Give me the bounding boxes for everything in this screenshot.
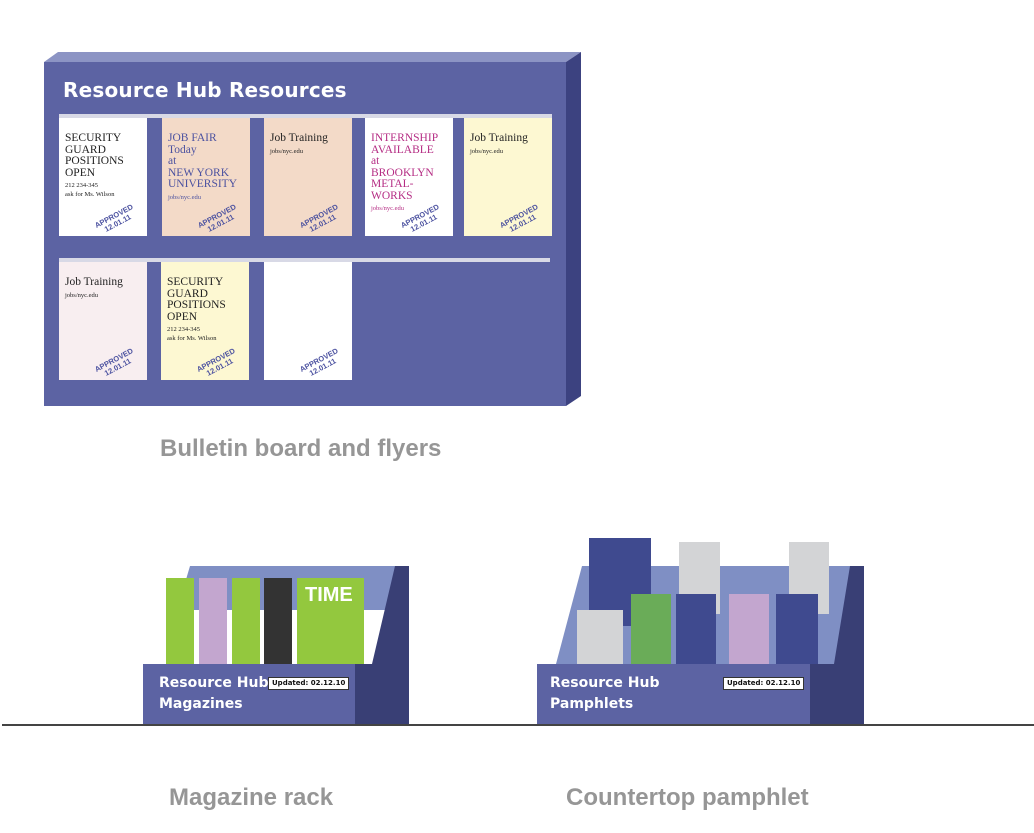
flyer-contact: jobs/nyc.edu xyxy=(270,147,304,155)
flyer-contact: jobs/nyc.edu xyxy=(470,147,504,155)
floor-line xyxy=(2,724,1034,726)
approved-stamp: APPROVED 12.01.11 xyxy=(298,202,340,234)
approved-stamp: APPROVED 12.01.11 xyxy=(93,202,135,234)
pamphlet-gray-front xyxy=(577,610,623,664)
board-top-edge xyxy=(44,52,581,62)
flyer-contact: jobs/nyc.edu xyxy=(168,193,202,201)
flyer-7: SECURITY GUARD POSITIONS OPEN 212 234-345… xyxy=(161,262,249,380)
flyer-2: JOB FAIR Today at NEW YORK UNIVERSITY job… xyxy=(162,118,250,236)
approved-stamp: APPROVED 12.01.11 xyxy=(195,346,237,378)
pamphlet-rack-front xyxy=(537,664,810,724)
magazine-dark xyxy=(264,578,292,664)
board-side-edge xyxy=(566,52,581,406)
flyer-heading: Job Training xyxy=(270,132,328,144)
magazine-title: TIME xyxy=(305,584,353,606)
board-title: Resource Hub Resources xyxy=(63,78,347,102)
pamphlet-navy-2 xyxy=(776,594,818,664)
flyer-contact: 212 234-345 ask for Ms. Wilson xyxy=(65,182,115,198)
pamphlet-lavender xyxy=(729,594,769,664)
flyer-heading: SECURITY GUARD POSITIONS OPEN xyxy=(65,132,124,179)
flyer-heading: INTERNSHIP AVAILABLE at BROOKLYN METAL- … xyxy=(371,132,439,202)
pamphlet-updated-tag: Updated: 02.12.10 xyxy=(723,677,805,690)
flyer-contact: jobs/nyc.edu xyxy=(65,291,99,299)
magazine-rack-label: Resource Hub Magazines xyxy=(159,675,269,712)
pamphlet-rack-label: Resource Hub Pamphlets xyxy=(550,675,660,712)
magazine-time xyxy=(297,578,364,664)
flyer-contact: 212 234-345 ask for Ms. Wilson xyxy=(167,326,217,342)
magazine-rack-front xyxy=(143,664,355,724)
approved-stamp: APPROVED 12.01.11 xyxy=(298,346,340,378)
approved-stamp: APPROVED 12.01.11 xyxy=(93,346,135,378)
board-rail-top xyxy=(59,114,552,118)
magazine-lavender xyxy=(199,578,227,664)
magazine-rack-side xyxy=(355,566,409,724)
magazine-green-2 xyxy=(232,578,260,664)
board-caption: Bulletin board and flyers xyxy=(160,435,442,462)
pamphlet-green xyxy=(631,594,671,664)
flyer-4: INTERNSHIP AVAILABLE at BROOKLYN METAL- … xyxy=(365,118,453,236)
flyer-heading: Job Training xyxy=(65,276,123,288)
magazine-updated-tag: Updated: 02.12.10 xyxy=(268,677,350,690)
approved-stamp: APPROVED 12.01.11 xyxy=(498,202,540,234)
flyer-heading: JOB FAIR Today at NEW YORK UNIVERSITY xyxy=(168,132,237,190)
flyer-heading: SECURITY GUARD POSITIONS OPEN xyxy=(167,276,226,323)
flyer-1: SECURITY GUARD POSITIONS OPEN 212 234-345… xyxy=(59,118,147,236)
pamphlet-rack-side xyxy=(810,566,864,724)
magazine-rack-caption: Magazine rack xyxy=(169,784,334,811)
magazine-green-1 xyxy=(166,578,194,664)
flyer-contact: jobs/nyc.edu xyxy=(371,205,405,212)
flyer-heading: Job Training xyxy=(470,132,528,144)
board-rail-middle xyxy=(59,258,550,262)
pamphlet-rack-caption: Countertop pamphlet xyxy=(566,784,809,811)
pamphlet-navy-1 xyxy=(676,594,716,664)
flyer-8: APPROVED 12.01.11 xyxy=(264,262,352,380)
approved-stamp: APPROVED 12.01.11 xyxy=(196,202,238,234)
